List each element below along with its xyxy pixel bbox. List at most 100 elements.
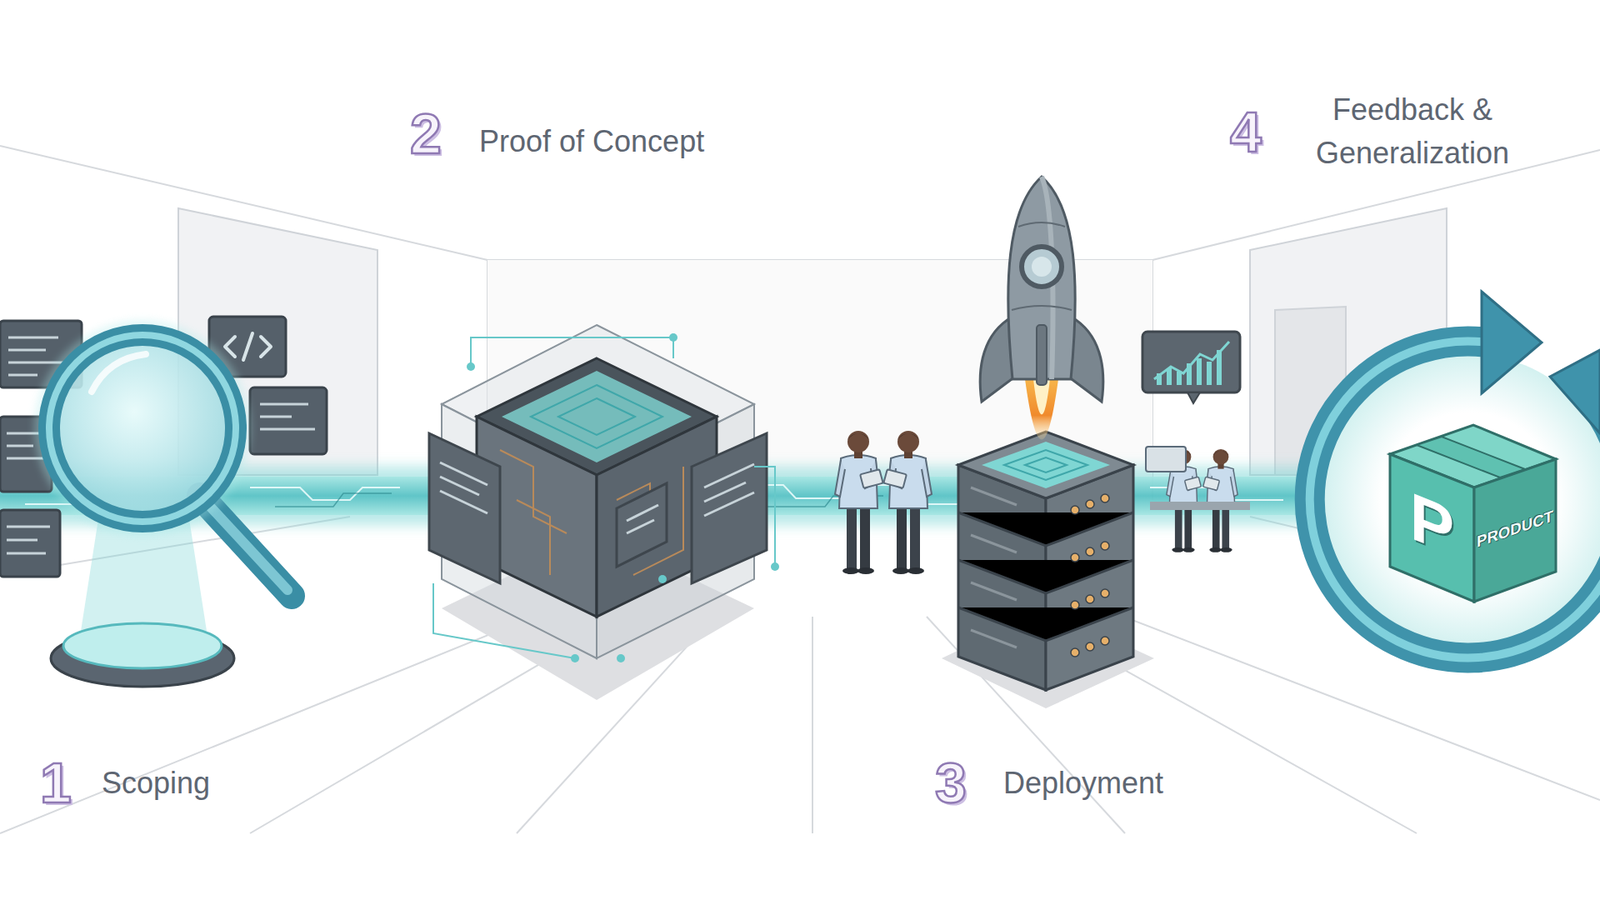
magnifier-scoping-part (49, 335, 236, 522)
step-number: 4 (1230, 103, 1262, 160)
proof-of-concept-cube-part (616, 483, 667, 567)
room-lines-part (811, 616, 814, 834)
meeting-group-part (1187, 392, 1200, 404)
magnifier-scoping-part-part (8, 336, 59, 340)
rocket-part (1025, 379, 1059, 440)
proof-of-concept-cube-part-part (704, 464, 755, 488)
magnifier-scoping-part-part (6, 445, 34, 448)
server-stack-part-part (1070, 553, 1080, 562)
magnifier-scoping-part (59, 345, 226, 512)
magnifier-scoping-part-part (8, 374, 38, 377)
feedback-cycle-part (1550, 350, 1600, 434)
proof-of-concept-cube-part (530, 385, 663, 449)
feedback-cycle-part (1310, 340, 1600, 658)
server-stack-part-part (1085, 547, 1095, 556)
meeting-group-part-part (1196, 358, 1202, 385)
proof-of-concept-cube-part-part (440, 462, 488, 485)
proof-of-concept-cube-part (429, 433, 500, 584)
step-title: Proof of Concept (479, 123, 705, 160)
server-stack-part-part (970, 630, 1017, 648)
magnifier-scoping-part-part (260, 415, 292, 419)
magnifier-scoping-part-part (8, 349, 46, 352)
server-stack-part-part (1085, 642, 1095, 651)
step-number: 1 (40, 754, 72, 811)
meeting-group-part (1142, 331, 1240, 393)
magnifier-scoping (0, 316, 327, 687)
server-stack-part-part (1070, 600, 1080, 610)
step-number: 2 (410, 105, 442, 162)
step-title: Feedback & Generalization (1287, 88, 1538, 175)
proof-of-concept-cube-part-part (626, 505, 659, 521)
magnifier-scoping-part-part (6, 457, 44, 460)
proof-of-concept-cube-part-part (530, 385, 663, 449)
step-title: Deployment (1003, 765, 1164, 801)
magnifier-scoping-part (204, 500, 288, 590)
feedback-cycle-part (1310, 340, 1600, 658)
proof-of-concept-cube-part-part (558, 398, 635, 435)
server-stack-part-part (1100, 589, 1110, 598)
magnifier-scoping-part-part (260, 336, 271, 357)
magnifier-scoping-part (91, 354, 146, 392)
meeting-group (1142, 331, 1250, 553)
proof-of-concept-cube-part-part (440, 490, 488, 514)
magnifier-scoping-part-part (260, 403, 309, 406)
server-stack-part (1004, 450, 1088, 480)
server-stack-part-part (1100, 541, 1110, 550)
proof-of-concept-cube-part-part (500, 450, 567, 534)
step-number: 3 (935, 754, 967, 811)
meeting-group-part-part (1186, 363, 1192, 385)
room-lines-part (0, 616, 534, 834)
product-label: PRODUCT (1474, 506, 1556, 552)
server-stack-part-part (1070, 505, 1080, 515)
magnifier-scoping-part (260, 404, 315, 430)
server-stack-part-part (1004, 450, 1088, 480)
server-stack-part-part (1100, 494, 1110, 503)
magnifier-scoping-part (200, 495, 292, 596)
standing-people-part (835, 430, 884, 575)
product-letter: P (1390, 470, 1475, 579)
server-stack-part-part (1025, 457, 1067, 473)
meeting-group-part (1150, 501, 1250, 510)
magnifier-scoping-part-part (260, 428, 315, 431)
magnifier-scoping-part (34, 320, 251, 537)
feedback-cycle (1310, 291, 1600, 658)
rocket-part (1011, 222, 1072, 310)
rocket-part (1021, 246, 1062, 287)
standing-people (835, 430, 932, 575)
room-lines-part (1029, 616, 1417, 834)
proof-of-concept-cube-part (433, 337, 775, 659)
magnifier-scoping-part-part (6, 552, 46, 555)
meeting-group-part (1203, 449, 1239, 553)
server-stack (941, 431, 1155, 709)
wall-panels (178, 208, 1447, 477)
server-stack-part-part (1070, 648, 1080, 657)
proof-of-concept-cube-part-part (704, 492, 755, 516)
proof-of-concept-cube-part (501, 370, 692, 463)
proof-of-concept-cube-part (691, 433, 767, 584)
magnifier-scoping-part (49, 335, 236, 522)
meeting-group-part-part (1176, 371, 1182, 385)
server-stack-part-part (970, 487, 1017, 505)
server-stack-part (981, 441, 1110, 489)
server-stack-part (958, 431, 1134, 499)
rocket (980, 176, 1104, 440)
meeting-group-part-part (1156, 373, 1162, 385)
proof-of-concept-cube-part-part (626, 520, 655, 534)
magnifier-scoping-part (63, 623, 222, 669)
magnifier-scoping-part-part (6, 539, 38, 542)
product-box-part (1474, 459, 1556, 602)
product-box (1390, 425, 1556, 602)
meeting-group-part-part (1206, 361, 1212, 385)
server-stack-part-part (1085, 500, 1095, 509)
meeting-group-part (1145, 446, 1186, 472)
rocket-part-part (1018, 222, 1065, 227)
rocket-part-part (1011, 305, 1072, 310)
proof-of-concept-cube-part-part (433, 583, 575, 659)
proof-of-concept-cube-part (466, 333, 780, 663)
proof-of-concept-cube-part-part (770, 562, 780, 571)
rocket-part (1031, 256, 1052, 277)
meeting-group-part (1156, 350, 1222, 385)
proof-of-concept-cube-part-part (754, 466, 775, 567)
magnifier-scoping-part-part (6, 525, 50, 529)
